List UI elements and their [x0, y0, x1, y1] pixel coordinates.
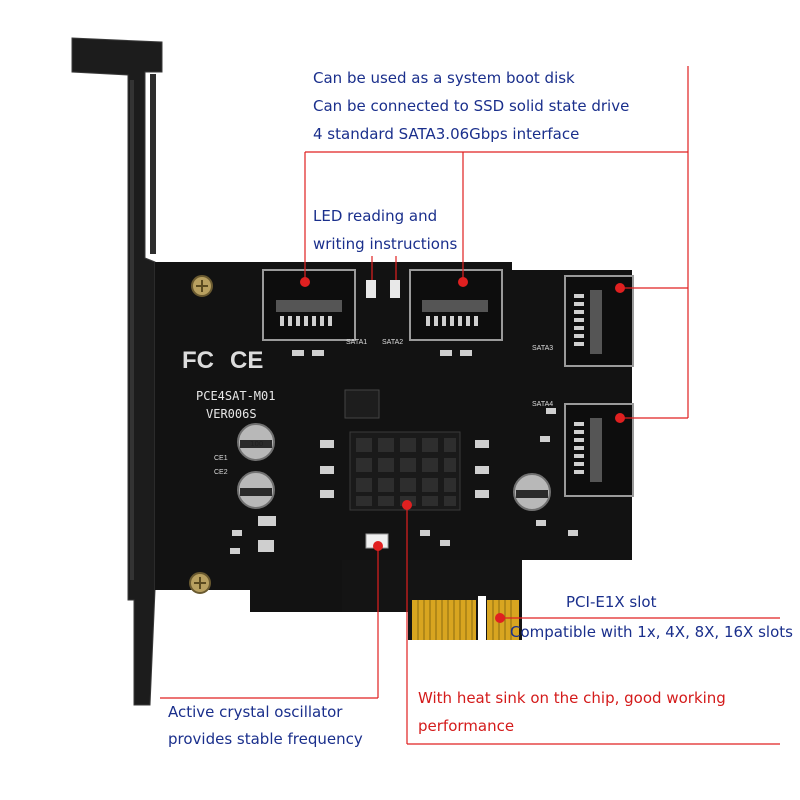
sata-port-3	[564, 275, 634, 367]
sata-port-2	[409, 269, 503, 341]
cap-mark-ce2: CE2	[214, 469, 228, 476]
controller-chip	[344, 389, 380, 419]
cap-text: 100	[250, 440, 263, 448]
ce-logo: CE	[230, 347, 263, 374]
capacitor	[513, 473, 551, 511]
slot-compat: Compatible with 1x, 4X, 8X, 16X slots	[510, 623, 793, 641]
heatsink-callout-line2: performance	[418, 717, 515, 735]
board-version: VER006S	[206, 407, 257, 421]
heatsink-callout-line1: With heat sink on the chip, good working	[418, 689, 726, 707]
oscillator-callout-line2: provides stable frequency	[168, 730, 363, 748]
callout-leader-lines	[160, 66, 780, 745]
led-callout-line1: LED reading and	[313, 207, 438, 225]
led-callout-line2: writing instructions	[313, 235, 458, 253]
metal-bracket	[71, 37, 163, 706]
oscillator-callout-line1: Active crystal oscillator	[168, 703, 343, 721]
port-label-sata2: SATA2	[382, 339, 403, 346]
board-model: PCE4SAT-M01	[196, 389, 275, 403]
fc-logo: FC	[182, 347, 214, 374]
feature-sata3: 4 standard SATA3.06Gbps interface	[313, 125, 580, 143]
port-label-sata1: SATA1	[346, 339, 367, 346]
callout-dots	[300, 277, 625, 623]
heat-sink	[349, 431, 461, 511]
feature-ssd: Can be connected to SSD solid state driv…	[313, 97, 630, 115]
screw-icon	[189, 572, 211, 594]
slot-title: PCI-E1X slot	[566, 593, 657, 611]
screw-icon	[191, 275, 213, 297]
port-label-sata4: SATA4	[532, 401, 553, 408]
feature-boot-disk: Can be used as a system boot disk	[313, 69, 575, 87]
capacitor	[237, 471, 275, 509]
capacitor	[237, 423, 275, 461]
led-indicators	[366, 280, 400, 298]
port-label-sata3: SATA3	[532, 345, 553, 352]
cap-mark-ce1: CE1	[214, 455, 228, 462]
smd-components	[230, 350, 578, 554]
